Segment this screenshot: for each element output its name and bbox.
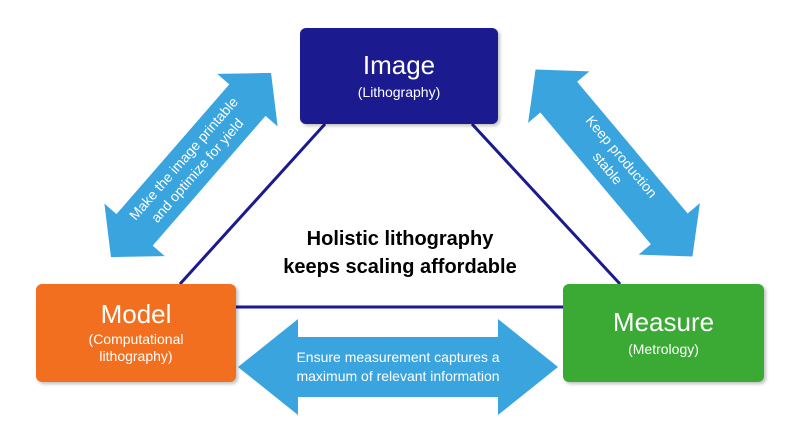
- model-box-subtitle-line2: lithography): [99, 348, 173, 365]
- image-box-subtitle: (Lithography): [357, 83, 441, 100]
- measure-box: Measure (Metrology): [563, 284, 764, 382]
- center-caption: Holistic lithography keeps scaling affor…: [230, 225, 570, 281]
- bottom-arrow-label-2: maximum of relevant information: [296, 368, 499, 384]
- model-box-subtitle-line1: (Computational: [88, 330, 184, 347]
- bottom-arrow-shape: [238, 319, 558, 415]
- bottom-arrow-label-1: Ensure measurement captures a: [296, 349, 499, 365]
- right-arrow-shape: [528, 69, 700, 257]
- model-box: Model (Computational lithography): [36, 284, 236, 382]
- model-box-title: Model: [100, 299, 172, 330]
- measure-box-title: Measure: [612, 306, 715, 337]
- left-arrow-shape: [104, 72, 278, 258]
- model-box-subtitle: (Computational lithography): [89, 331, 184, 366]
- image-box: Image (Lithography): [300, 28, 498, 124]
- measure-box-subtitle: (Metrology): [628, 340, 699, 357]
- connector-image-measure: [470, 122, 622, 286]
- center-caption-line1: Holistic lithography: [306, 228, 494, 250]
- image-box-title: Image: [362, 49, 436, 80]
- bottom-double-arrow: Ensure measurement captures a maximum of…: [238, 319, 558, 415]
- connector-image-model: [178, 122, 327, 286]
- center-caption-line2: keeps scaling affordable: [283, 256, 517, 278]
